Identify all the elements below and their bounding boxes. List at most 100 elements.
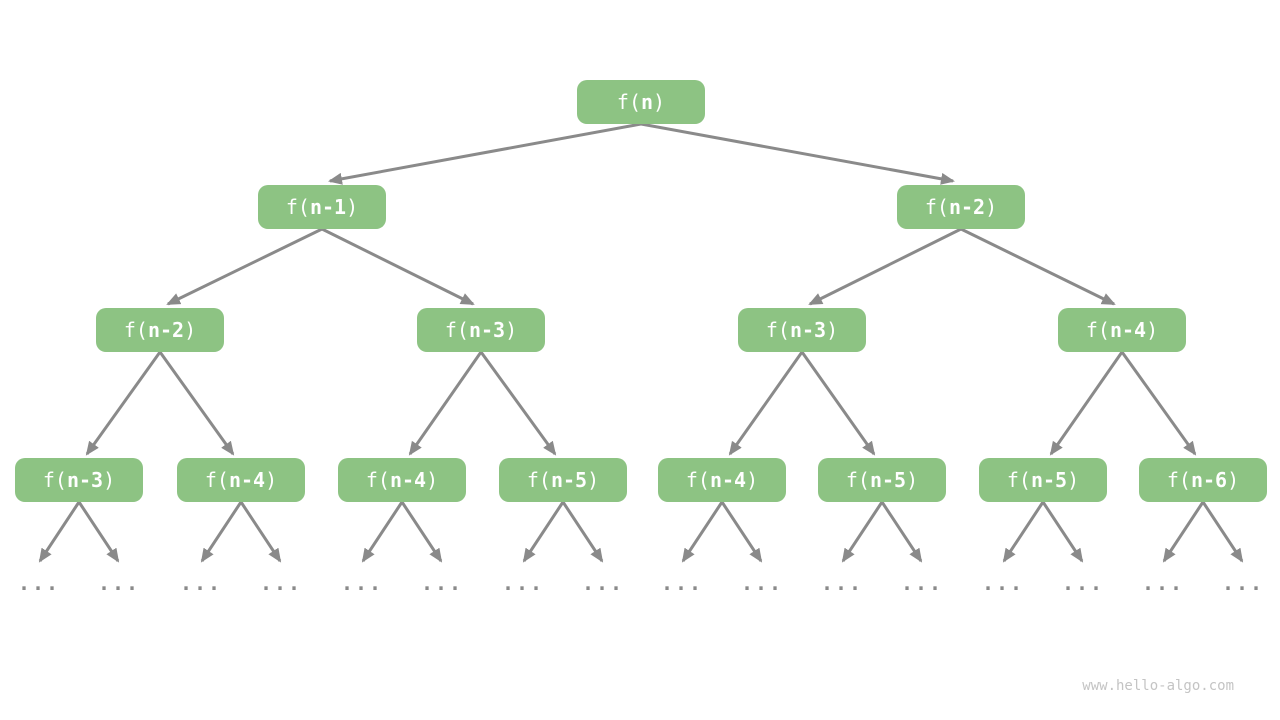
ellipsis-label: ... [981, 571, 1025, 595]
node-label-arg: n-2 [147, 318, 185, 342]
edge-arrow [328, 122, 642, 185]
ellipsis-label: ... [1141, 571, 1185, 595]
node-label-arg: n-4 [228, 468, 266, 492]
node-label-prefix: f( [526, 468, 551, 492]
edge-arrow [158, 351, 235, 456]
node-label-suffix: ) [426, 468, 439, 492]
node-label-suffix: ) [906, 468, 919, 492]
node-label-suffix: ) [184, 318, 197, 342]
leaf-arrow [880, 501, 923, 563]
node-label-prefix: f( [285, 195, 310, 219]
tree-node: f(n-2) [897, 185, 1025, 229]
ellipsis-label: ... [501, 571, 545, 595]
edge-arrow [960, 227, 1116, 306]
node-label-arg: n-5 [1030, 468, 1068, 492]
node-label-prefix: f( [1166, 468, 1191, 492]
node-label-arg: n-5 [869, 468, 907, 492]
leaf-arrow [38, 501, 81, 563]
edge-arrow [1120, 351, 1197, 456]
tree-node: f(n-5) [979, 458, 1107, 502]
node-label-suffix: ) [1146, 318, 1159, 342]
node-label-prefix: f( [444, 318, 469, 342]
ellipsis-label: ... [17, 571, 61, 595]
ellipsis-label: ... [259, 571, 303, 595]
leaf-arrow [1201, 501, 1244, 563]
ellipsis-label: ... [1061, 571, 1105, 595]
node-label-suffix: ) [587, 468, 600, 492]
edge-arrow [321, 227, 475, 306]
node-label-suffix: ) [505, 318, 518, 342]
tree-node: f(n-4) [338, 458, 466, 502]
ellipsis-label: ... [900, 571, 944, 595]
node-label-suffix: ) [746, 468, 759, 492]
ellipsis-label: ... [740, 571, 784, 595]
tree-node: f(n-4) [177, 458, 305, 502]
leaf-arrow [200, 501, 243, 563]
ellipsis-label: ... [820, 571, 864, 595]
leaf-arrow [1162, 501, 1205, 563]
node-label-suffix: ) [826, 318, 839, 342]
node-label-suffix: ) [346, 195, 359, 219]
ellipsis-label: ... [1221, 571, 1265, 595]
node-label-suffix: ) [265, 468, 278, 492]
edge-arrow [479, 351, 557, 456]
edge-arrow [640, 122, 955, 185]
edge-arrow [728, 351, 804, 456]
ellipsis-label: ... [340, 571, 384, 595]
tree-node: f(n-4) [1058, 308, 1186, 352]
edge-arrow [800, 351, 876, 456]
edge-arrow [1049, 351, 1124, 456]
leaf-arrow [1041, 501, 1084, 563]
node-label-suffix: ) [103, 468, 116, 492]
edge-arrow [166, 227, 323, 306]
node-label-prefix: f( [42, 468, 67, 492]
node-label-suffix: ) [653, 90, 666, 114]
edge-arrow [408, 351, 483, 456]
tree-node: f(n-6) [1139, 458, 1267, 502]
leaf-arrow [522, 501, 565, 563]
tree-node: f(n-2) [96, 308, 224, 352]
ellipsis-label: ... [179, 571, 223, 595]
tree-node: f(n-3) [15, 458, 143, 502]
node-label-suffix: ) [1227, 468, 1240, 492]
node-label-prefix: f( [123, 318, 148, 342]
node-label-prefix: f( [616, 90, 641, 114]
node-label-arg: n-2 [948, 195, 986, 219]
leaf-arrow [77, 501, 120, 563]
node-label-prefix: f( [685, 468, 710, 492]
tree-node: f(n-5) [818, 458, 946, 502]
leaf-arrow [841, 501, 884, 563]
tree-node: f(n-3) [417, 308, 545, 352]
node-label-prefix: f( [765, 318, 790, 342]
leaf-arrow [239, 501, 282, 563]
leaf-arrow [1002, 501, 1045, 563]
node-label-suffix: ) [985, 195, 998, 219]
leaf-arrow [361, 501, 404, 563]
watermark: www.hello-algo.com [1082, 678, 1234, 694]
node-label-arg: n-6 [1190, 468, 1228, 492]
edge-arrow [808, 227, 962, 306]
node-label-arg: n-3 [789, 318, 827, 342]
node-label-prefix: f( [924, 195, 949, 219]
leaf-arrow [720, 501, 763, 563]
node-label-arg: n-4 [1109, 318, 1147, 342]
tree-node: f(n-4) [658, 458, 786, 502]
node-label-arg: n-4 [389, 468, 427, 492]
leaf-arrow [400, 501, 443, 563]
node-label-prefix: f( [845, 468, 870, 492]
tree-node: f(n-1) [258, 185, 386, 229]
tree-node: f(n-3) [738, 308, 866, 352]
node-label-arg: n-4 [709, 468, 747, 492]
ellipsis-label: ... [97, 571, 141, 595]
ellipsis-label: ... [420, 571, 464, 595]
node-label-prefix: f( [1085, 318, 1110, 342]
node-label-prefix: f( [365, 468, 390, 492]
tree-node: f(n) [577, 80, 705, 124]
tree-node: f(n-5) [499, 458, 627, 502]
edge-arrow [85, 351, 162, 456]
node-label-prefix: f( [1006, 468, 1031, 492]
leaf-arrow [681, 501, 724, 563]
node-label-arg: n [641, 90, 654, 114]
